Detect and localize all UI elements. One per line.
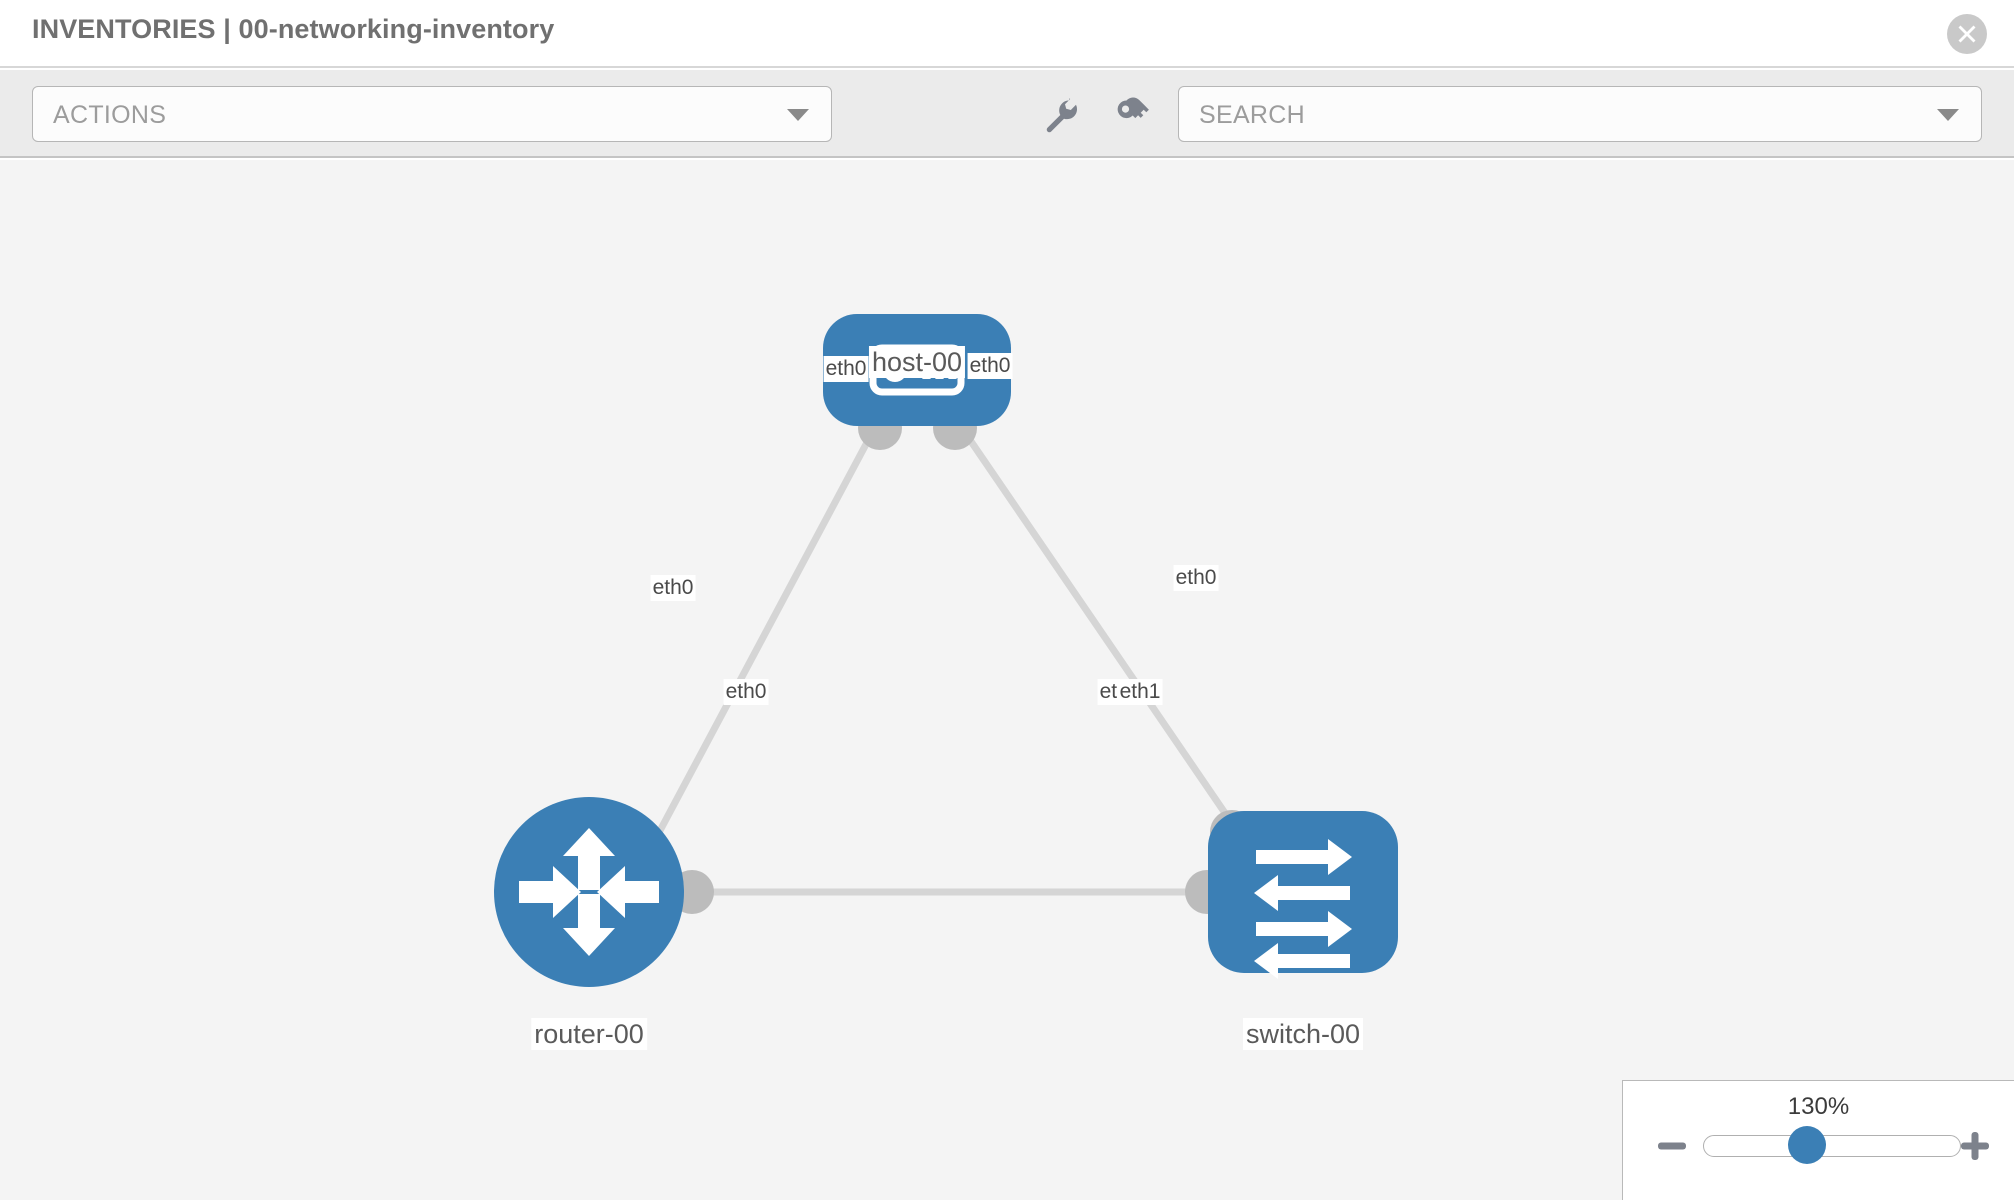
page-header: INVENTORIES | 00-networking-inventory — [0, 0, 2014, 68]
zoom-slider-thumb[interactable] — [1788, 1126, 1826, 1164]
wrench-icon[interactable] — [1038, 92, 1082, 136]
topology-graph — [494, 314, 1398, 987]
iface-label-router00-east: eth0 — [723, 679, 769, 705]
topology-connectors — [670, 406, 1254, 914]
zoom-control-panel: 130% — [1622, 1080, 2014, 1200]
chevron-down-icon — [787, 109, 809, 121]
switch-arrows-icon — [1254, 839, 1352, 979]
iface-label-router00-north: eth0 — [650, 575, 696, 601]
node-switch-00[interactable] — [1208, 811, 1398, 979]
page-title: INVENTORIES | 00-networking-inventory — [32, 14, 555, 44]
key-icon[interactable] — [1110, 92, 1154, 136]
chevron-down-icon[interactable] — [1937, 109, 1959, 121]
zoom-level-label: 130% — [1787, 1093, 1850, 1120]
node-router-00[interactable] — [494, 797, 684, 987]
link-host00-switch00[interactable] — [952, 416, 1243, 837]
node-label-switch-00: switch-00 — [1242, 1018, 1364, 1050]
topology-links — [651, 416, 1243, 896]
iface-label-host00-right: eth0 — [967, 353, 1013, 379]
iface-label-host00-left: eth0 — [823, 356, 869, 382]
topology-canvas[interactable]: host-00 router-00 switch-00 eth0 eth0 et… — [0, 160, 2014, 1200]
link-host00-router00[interactable] — [651, 416, 884, 842]
toolbar: ACTIONS SEARCH — [0, 70, 2014, 158]
close-icon[interactable] — [1947, 14, 1987, 54]
search-placeholder: SEARCH — [1199, 101, 1305, 129]
search-input[interactable]: SEARCH — [1178, 86, 1982, 142]
plus-icon[interactable] — [1958, 1129, 1992, 1163]
minus-icon[interactable] — [1655, 1129, 1689, 1163]
iface-label-switch00-north: eth0 — [1173, 565, 1219, 591]
actions-dropdown[interactable]: ACTIONS — [32, 86, 832, 142]
node-label-router-00: router-00 — [531, 1018, 647, 1050]
zoom-slider[interactable] — [1703, 1135, 1961, 1157]
iface-label-switch00-west: eth1 — [1117, 679, 1163, 705]
node-label-host-00: host-00 — [868, 346, 966, 378]
router-arrows-icon — [519, 828, 659, 956]
actions-dropdown-label: ACTIONS — [53, 101, 167, 129]
